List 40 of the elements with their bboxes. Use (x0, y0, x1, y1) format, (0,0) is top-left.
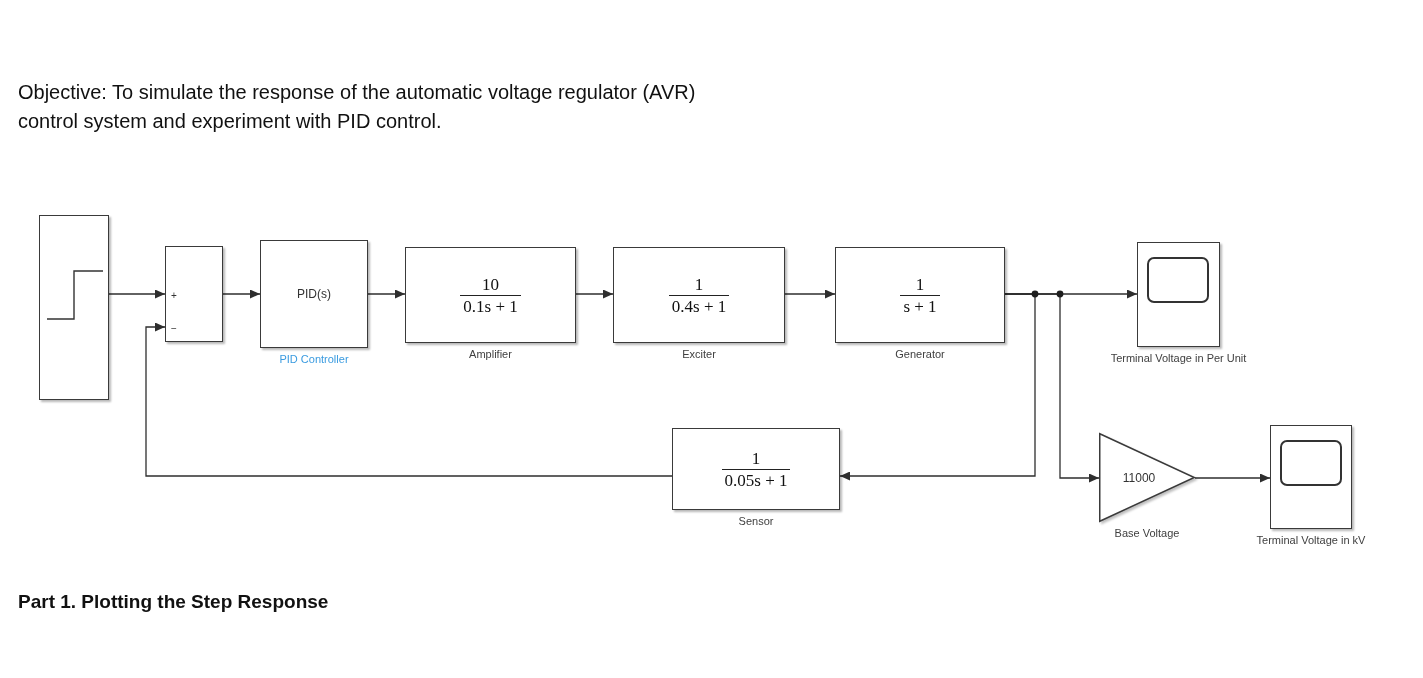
block-label: Amplifier (469, 347, 512, 361)
block-text: PID(s) (297, 287, 331, 301)
signal-arrow (784, 289, 836, 299)
block-label: Generator (895, 347, 945, 361)
signal-arrow (222, 289, 261, 299)
denominator: 0.05s + 1 (721, 468, 791, 490)
signal-arrow (1004, 293, 1100, 483)
numerator: 1 (693, 274, 705, 295)
block-label: Terminal Voltage in kV (1256, 533, 1366, 547)
block-label: Exciter (682, 347, 716, 361)
gain-triangle (1099, 433, 1195, 522)
signal-arrow (108, 289, 166, 299)
block-label: Terminal Voltage in Per Unit (1110, 351, 1247, 365)
signal-arrow (367, 289, 406, 299)
denominator: 0.1s + 1 (460, 294, 521, 316)
denominator: s + 1 (900, 294, 940, 316)
block-label: Sensor (738, 514, 774, 528)
transfer-function-block (405, 247, 576, 343)
transfer-function-block (672, 428, 840, 510)
port-sign: + (171, 289, 177, 301)
transfer-function-block (835, 247, 1005, 343)
section-heading: Part 1. Plotting the Step Response (18, 590, 330, 614)
port-sign: − (171, 322, 177, 334)
block-text: 11000 (1122, 470, 1156, 485)
feedback-arrow (145, 322, 673, 477)
block-label: PID Controller (279, 352, 349, 366)
transfer-function-block (613, 247, 785, 343)
pid-controller-block (260, 240, 368, 348)
numerator: 1 (750, 448, 762, 469)
signal-arrow (575, 289, 614, 299)
numerator: 1 (914, 274, 926, 295)
numerator: 10 (481, 274, 500, 295)
denominator: 0.4s + 1 (668, 294, 730, 316)
scope-block (1270, 425, 1352, 529)
step-source-block (39, 215, 109, 400)
objective-text: Objective: To simulate the response of the automatic voltage regulator (AVR) control system and experiment with PID control. (18, 80, 697, 134)
sum-block (165, 246, 223, 342)
block-label: Base Voltage (1114, 526, 1180, 540)
scope-block (1137, 242, 1220, 347)
signal-arrow (1194, 473, 1271, 483)
